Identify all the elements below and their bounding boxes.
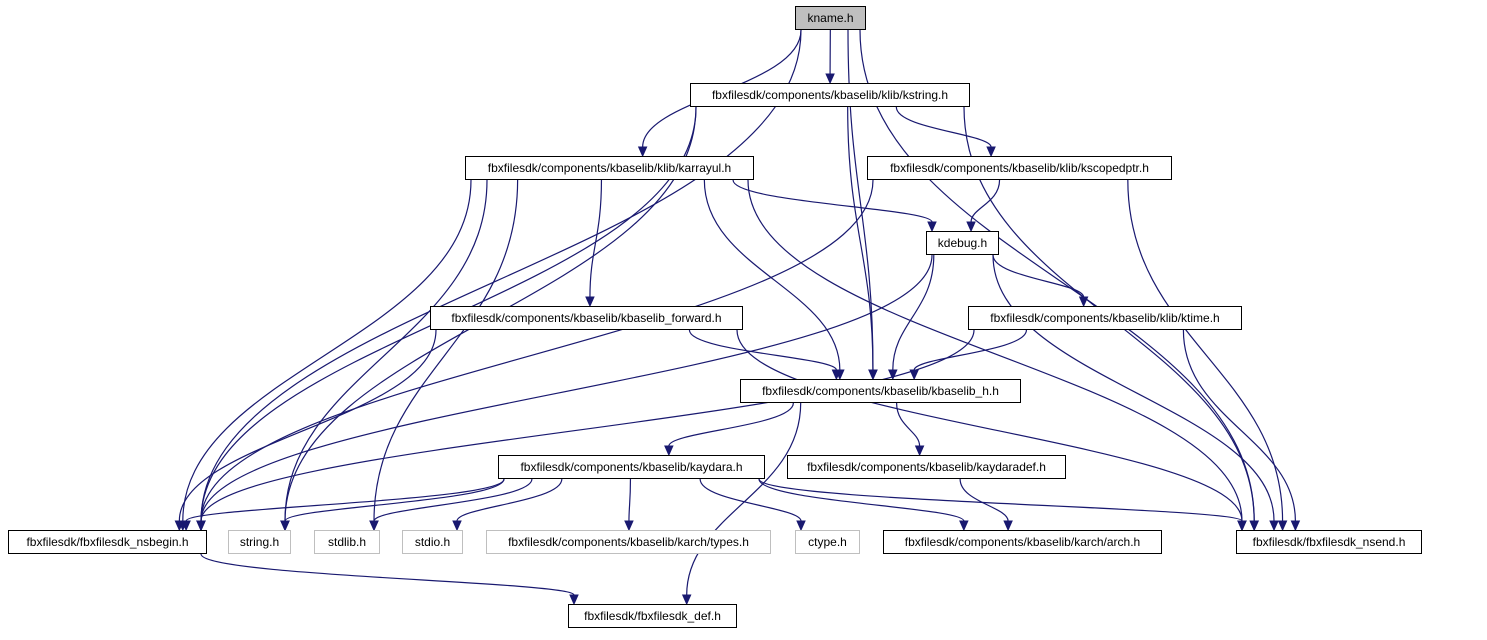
edge-kdebug-to-ktime [993,255,1084,297]
edge-arrowhead-kname-to-karrayul [639,147,647,156]
edge-arrowhead-ktime-to-nsbegin [197,521,205,530]
edge-kaydara-to-nsbegin [186,479,504,521]
edge-kstring-to-kscopedptr [896,107,991,147]
edge-arrowhead-kaydara-to-stdio [453,521,461,530]
node-karrayul-h[interactable]: fbxfilesdk/components/kbaselib/klib/karr… [465,156,754,180]
edge-arrowhead-kscopedptr-to-kdebug [967,222,975,231]
node-string-h: string.h [228,530,291,554]
edge-arrowhead-ktime-to-nsend [1291,521,1299,530]
node-kaydaradef-h[interactable]: fbxfilesdk/components/kbaselib/kaydarade… [787,455,1066,479]
node-kaydara-h[interactable]: fbxfilesdk/components/kbaselib/kaydara.h [498,455,765,479]
edge-arrowhead-kaydara-to-string [281,521,289,530]
edge-karrayul-to-stdlib [374,180,518,521]
edge-ktime-to-nsend [1183,330,1295,521]
edge-arrowhead-kstring-to-kbaselib_h [869,370,877,379]
node-fbxfilesdk-nsbegin-h[interactable]: fbxfilesdk/fbxfilesdk_nsbegin.h [8,530,207,554]
node-types-h: fbxfilesdk/components/kbaselib/karch/typ… [486,530,771,554]
node-fbxfilesdk-def-h[interactable]: fbxfilesdk/fbxfilesdk_def.h [568,604,737,628]
edge-nsbegin-to-def [201,554,574,595]
edge-arrowhead-kaydara-to-nsend [1238,521,1246,530]
edge-karrayul-to-string [285,180,487,521]
edge-kaydara-to-types [629,479,631,521]
edge-kaydara-to-ctype [700,479,801,521]
edge-arrowhead-kaydaradef-to-arch [1004,521,1012,530]
edge-kstring-to-kbaselib_h [848,107,873,370]
node-kscopedptr-h[interactable]: fbxfilesdk/components/kbaselib/klib/ksco… [867,156,1172,180]
edge-kscopedptr-to-kdebug [971,180,1000,222]
edge-arrowhead-kbaselib_h-to-kaydaradef [916,446,924,455]
edge-arrowhead-kstring-to-nsend [1250,521,1258,530]
node-kstring-h[interactable]: fbxfilesdk/components/kbaselib/klib/kstr… [690,83,970,107]
node-kname-h: kname.h [795,6,866,30]
edge-arrowhead-kbaselib_h-to-kaydara [665,446,673,455]
node-arch-h[interactable]: fbxfilesdk/components/kbaselib/karch/arc… [883,530,1162,554]
node-ctype-h: ctype.h [795,530,860,554]
edge-arrowhead-kstring-to-kscopedptr [987,147,995,156]
edge-kbaselib_h-to-kaydara [669,403,794,446]
node-fbxfilesdk-nsend-h[interactable]: fbxfilesdk/fbxfilesdk_nsend.h [1236,530,1422,554]
node-kdebug-h[interactable]: kdebug.h [926,231,999,255]
edge-kaydaradef-to-arch [960,479,1008,521]
edge-karrayul-to-kbaselib_forward [590,180,602,297]
edge-arrowhead-nsbegin-to-def [570,595,578,604]
node-kbaselib-h-h[interactable]: fbxfilesdk/components/kbaselib/kbaselib_… [740,379,1021,403]
edge-arrowhead-kname-to-kstring [826,74,834,83]
edge-kaydara-to-stdlib [374,479,532,521]
edge-arrowhead-kbaselib_h-to-def [683,595,691,604]
node-kbaselib-forward-h[interactable]: fbxfilesdk/components/kbaselib/kbaselib_… [430,306,743,330]
edge-arrowhead-kaydara-to-ctype [797,521,805,530]
edge-kbaselib_forward-to-kbaselib_h [689,330,836,370]
edge-karrayul-to-nsbegin [183,180,471,521]
edge-kbaselib_forward-to-nsend [737,330,1242,521]
node-stdio-h: stdio.h [402,530,463,554]
node-ktime-h[interactable]: fbxfilesdk/components/kbaselib/klib/ktim… [968,306,1242,330]
edge-arrowhead-kdebug-to-ktime [1080,297,1088,306]
node-stdlib-h: stdlib.h [314,530,380,554]
edge-arrowhead-karrayul-to-kdebug [928,222,936,231]
edge-kbaselib_h-to-def [687,403,801,595]
edge-arrowhead-karrayul-to-kbaselib_forward [586,297,594,306]
edge-arrowhead-kaydara-to-arch [960,521,968,530]
edge-arrowhead-kaydara-to-stdlib [370,521,378,530]
edge-arrowhead-kdebug-to-nsend [1270,521,1278,530]
edge-arrowhead-kscopedptr-to-nsend [1279,521,1287,530]
edge-karrayul-to-kdebug [733,180,932,222]
edge-arrowhead-kaydara-to-types [625,521,633,530]
